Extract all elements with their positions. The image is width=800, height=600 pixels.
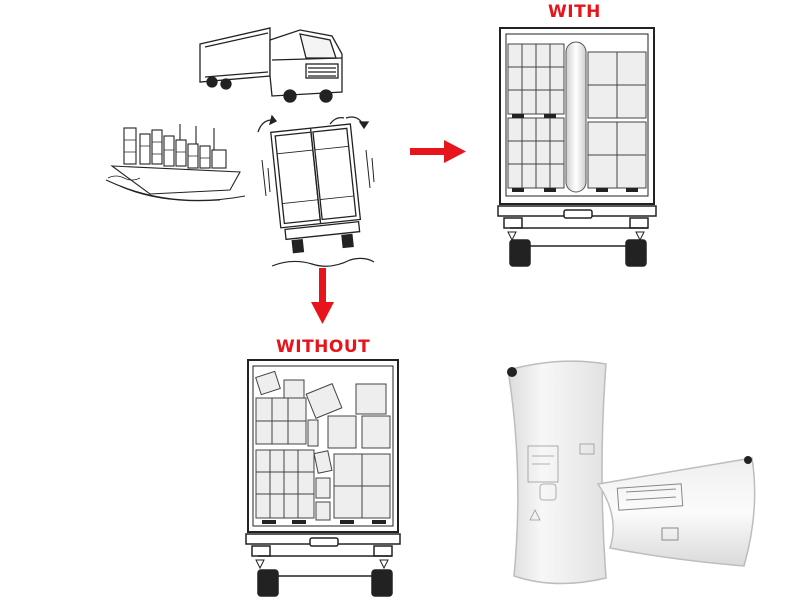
- arrow-right-icon: [410, 140, 466, 163]
- without-trailer: [245, 359, 401, 597]
- dunnage-bag-icon: [507, 360, 756, 585]
- with-trailer: [497, 27, 657, 267]
- ship-icon: [105, 124, 246, 202]
- tilting-trailer-icon: [257, 114, 375, 267]
- without-label: WITHOUT: [276, 337, 371, 357]
- dunnage-bag-in-trailer: [565, 41, 587, 193]
- truck-icon: [199, 27, 343, 103]
- with-label: WITH: [548, 2, 601, 22]
- arrow-down-icon: [311, 268, 334, 324]
